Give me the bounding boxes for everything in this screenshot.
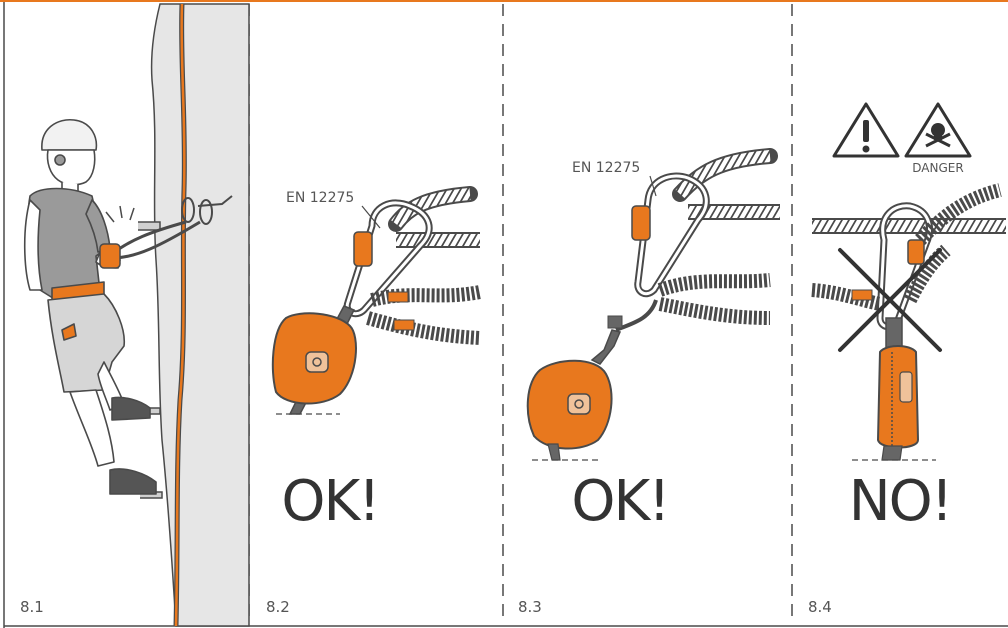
rung-top <box>138 221 161 231</box>
top-accent-bar <box>0 0 1008 2</box>
label-leader <box>649 175 657 197</box>
danger-label: DANGER <box>912 161 963 175</box>
standard-label: EN 12275 <box>572 160 640 176</box>
panel-number: 8.3 <box>518 598 542 616</box>
shorts <box>47 293 126 393</box>
cross-mark-icon <box>838 248 942 352</box>
label-leader <box>361 205 381 229</box>
panel-number: 8.2 <box>266 598 290 616</box>
verdict-text: OK! <box>281 469 378 534</box>
panel-8-2: EN 12275 OK! 8.2 <box>266 186 482 616</box>
energy-absorber-icon <box>99 243 121 269</box>
panel-number: 8.4 <box>808 598 832 616</box>
panel-8-3: EN 12275 OK! 8.3 <box>518 148 780 616</box>
panel-8-1: 8.1 <box>20 3 250 627</box>
warning-triangle-icon <box>832 102 900 158</box>
helmet-icon <box>41 119 98 151</box>
skull-crossbones-icon <box>904 102 972 158</box>
boot-upper <box>111 396 151 421</box>
boot-lower <box>109 468 157 495</box>
verdict-text: OK! <box>571 469 668 534</box>
standard-label: EN 12275 <box>286 190 354 206</box>
elastic-lanyard-2 <box>658 297 771 325</box>
click-lines <box>105 205 135 223</box>
panel-8-4: DANGER NO! 8.4 <box>808 102 1006 616</box>
carabiners-on-cable <box>181 195 233 225</box>
climber <box>23 119 157 495</box>
elastic-lanyard-2 <box>811 283 882 311</box>
elastic-lanyard-2 <box>366 311 481 345</box>
webbing-strap <box>590 329 622 365</box>
panel-number: 8.1 <box>20 598 44 616</box>
steel-cable-upper <box>391 188 471 228</box>
verdict-text: NO! <box>849 469 951 534</box>
elastic-lanyard-1 <box>370 285 482 307</box>
steel-cable-upper <box>675 150 771 199</box>
carabiner-gate <box>631 205 651 241</box>
carabiner-gate <box>353 231 373 267</box>
rock-face <box>150 3 250 627</box>
elastic-lanyard-3 <box>903 244 951 304</box>
elastic-lanyard-1 <box>657 273 771 297</box>
rope <box>174 3 186 627</box>
energy-absorber-icon <box>876 345 920 449</box>
